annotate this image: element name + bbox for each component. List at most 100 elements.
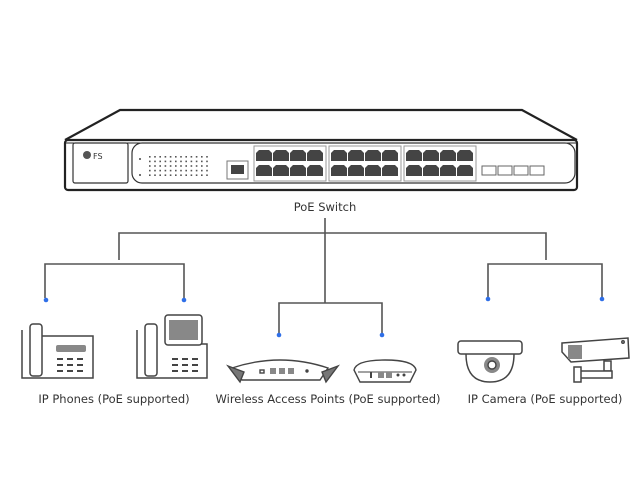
- port-led: [206, 165, 208, 167]
- rj45-port: [331, 165, 347, 176]
- port-led: [190, 160, 193, 163]
- console-port: [226, 160, 249, 180]
- port-led: [206, 169, 208, 172]
- port-led: [159, 160, 161, 163]
- rj45-port: [440, 150, 456, 161]
- status-led: [139, 158, 141, 160]
- port-led: [180, 169, 182, 172]
- rj45-port: [457, 165, 473, 176]
- port-dot: [485, 296, 491, 302]
- port-led: [175, 169, 177, 172]
- sfp-port: [529, 165, 545, 176]
- port-led: [195, 156, 198, 158]
- port-dot: [379, 332, 385, 338]
- port-led: [169, 156, 172, 158]
- port-led: [175, 160, 177, 163]
- rj45-port: [365, 150, 381, 161]
- port-led: [195, 169, 198, 172]
- port-led: [201, 169, 203, 172]
- port-led: [159, 169, 161, 172]
- port-dot: [599, 296, 605, 302]
- rj45-port: [273, 165, 289, 176]
- rj45-port: [423, 150, 439, 161]
- port-led: [175, 174, 177, 176]
- port-led: [154, 156, 156, 158]
- rj45-port: [348, 150, 364, 161]
- sfp-port: [497, 165, 513, 176]
- port-led: [180, 174, 182, 176]
- port-led: [185, 165, 187, 167]
- switch-label: PoE Switch: [293, 200, 357, 214]
- rj45-port: [307, 150, 323, 161]
- sfp-port: [481, 165, 497, 176]
- port-led: [164, 174, 167, 176]
- port-led: [190, 169, 193, 172]
- rj45-port: [382, 165, 398, 176]
- group-label-access-points: Wireless Access Points (PoE supported): [215, 392, 441, 406]
- port-led: [169, 169, 172, 172]
- rj45-port: [331, 150, 347, 161]
- port-led: [206, 160, 208, 163]
- port-led: [149, 165, 151, 167]
- status-led: [139, 174, 141, 176]
- port-led: [185, 169, 187, 172]
- sfp-port: [513, 165, 529, 176]
- sfp-port-block: [481, 165, 545, 176]
- port-led: [185, 156, 187, 158]
- port-led: [201, 174, 203, 176]
- rj45-port: [348, 165, 364, 176]
- port-led: [206, 156, 208, 158]
- port-led: [206, 174, 208, 176]
- rj45-port: [307, 165, 323, 176]
- port-led: [149, 174, 151, 176]
- port-led: [195, 165, 198, 167]
- rj45-port: [457, 150, 473, 161]
- access-point-wide-icon: [226, 359, 340, 384]
- port-led: [169, 174, 172, 176]
- port-led: [159, 156, 161, 158]
- port-led: [149, 156, 151, 158]
- port-led: [185, 160, 187, 163]
- port-led: [169, 160, 172, 163]
- port-led: [164, 156, 167, 158]
- connection-dots: [43, 296, 605, 338]
- rj45-port: [256, 165, 272, 176]
- port-led: [154, 169, 156, 172]
- port-led: [201, 165, 203, 167]
- port-led: [159, 174, 161, 176]
- rj45-port: [290, 150, 306, 161]
- group-label-ip-cameras: IP Camera (PoE supported): [467, 392, 623, 406]
- port-led: [149, 160, 151, 163]
- port-led: [164, 160, 167, 163]
- rj45-port: [273, 150, 289, 161]
- port-led: [180, 160, 182, 163]
- port-led: [190, 165, 193, 167]
- rj45-port: [365, 165, 381, 176]
- port-led: [175, 165, 177, 167]
- port-led: [195, 174, 198, 176]
- ip-phone-touchscreen-icon: [136, 314, 208, 379]
- rj45-port: [382, 150, 398, 161]
- port-led: [180, 156, 182, 158]
- port-led: [180, 165, 182, 167]
- rj45-port: [423, 165, 439, 176]
- brand-text: FS: [93, 152, 103, 161]
- port-led: [169, 165, 172, 167]
- port-dot: [43, 297, 49, 303]
- port-led: [164, 165, 167, 167]
- ip-phone-basic-icon: [21, 323, 94, 379]
- port-led: [201, 156, 203, 158]
- rj45-port: [290, 165, 306, 176]
- port-led: [201, 160, 203, 163]
- port-led: [190, 156, 193, 158]
- port-led: [185, 174, 187, 176]
- port-led: [190, 174, 193, 176]
- port-dot: [181, 297, 187, 303]
- port-led: [154, 160, 156, 163]
- connection-lines: [44, 218, 603, 333]
- port-led: [149, 169, 151, 172]
- rj45-port: [256, 150, 272, 161]
- port-led: [164, 169, 167, 172]
- bullet-camera-icon: [561, 337, 630, 383]
